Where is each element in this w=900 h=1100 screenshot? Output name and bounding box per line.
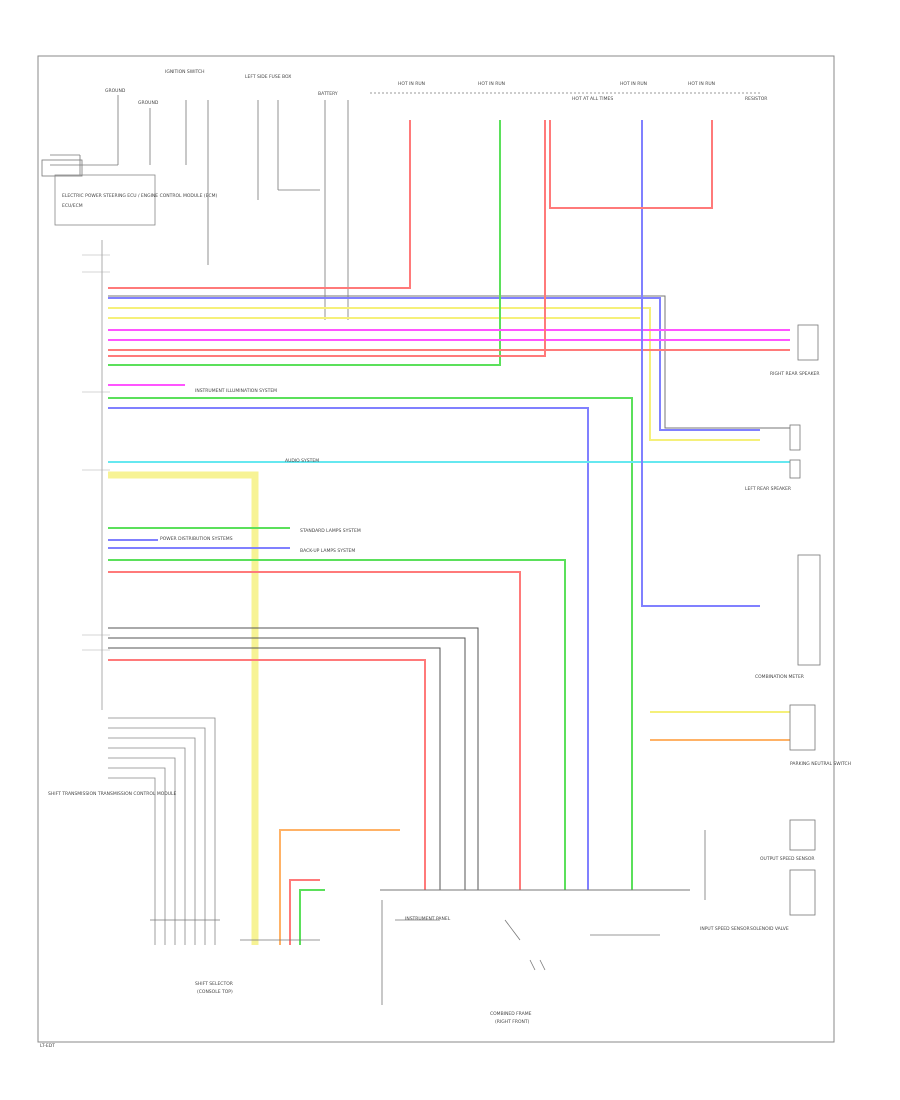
right-label-lr-speaker: LEFT REAR SPEAKER [745,486,791,492]
left-pin-ticks [82,254,110,651]
left-module-title: ELECTRIC POWER STEERING ECU / ENGINE CON… [62,193,218,199]
wire-orange-1 [279,829,400,945]
wires [108,120,790,945]
right-label-solenoid: SOLENOID VALVE [750,926,789,932]
wire-gray-1 [108,295,790,429]
top-label-ground-2: GROUND [138,100,159,106]
wire-red-3 [108,120,546,357]
left-module-box [54,174,156,226]
lower-left-wires [108,717,216,945]
right-label-combination-meter: COMBINATION METER [755,674,804,680]
right-label-parking-switch: PARKING NEUTRAL SWITCH [790,761,851,767]
arrow-label-standard-lamps: STANDARD LAMPS SYSTEM [300,528,361,534]
arrow-label-instrument-illumination: INSTRUMENT ILLUMINATION SYSTEM [195,388,277,394]
right-components [704,324,821,916]
bottom-center-label: COMBINED FRAME [490,1011,532,1017]
top-label-ground-1: GROUND [105,88,126,94]
top-label-hot-4: HOT IN RUN [620,81,647,87]
bottom-connector-ticks [150,919,660,941]
wire-yellow-1 [108,307,760,441]
bottom-left-label: SHIFT SELECTOR [195,981,233,987]
right-label-rr-speaker: RIGHT REAR SPEAKER [770,371,820,377]
wire-blue-2 [108,407,589,890]
switch-symbols [381,900,546,1005]
wire-green-5 [299,889,325,945]
wire-blue-5 [641,120,760,607]
top-label-hot-1: HOT IN RUN [398,81,425,87]
right-label-output-sensor: OUTPUT SPEED SENSOR [760,856,815,862]
wire-gray-4 [108,647,441,890]
wire-red-5 [108,659,426,890]
top-label-ignition: IGNITION SWITCH [165,69,205,75]
frame-label: LT-EDT [40,1043,55,1049]
wire-red-6 [549,120,713,209]
top-components [41,92,760,320]
top-label-hot-3: HOT AT ALL TIMES [572,96,613,102]
wire-blue-1 [108,297,760,431]
wire-red-4 [108,571,521,890]
top-label-fuse-box: LEFT SIDE FUSE BOX [245,74,291,80]
left-module-note: ECU/ECM [62,203,83,209]
bottom-center-sub: (RIGHT FRONT) [495,1019,530,1025]
wire-red-1 [108,120,411,289]
wire-green-1 [108,120,501,366]
wire-gray-3 [108,637,466,890]
arrow-label-audio: AUDIO SYSTEM [285,458,319,464]
lower-left-title: SHIFT TRANSMISSION TRANSMISSION CONTROL … [48,791,177,797]
wire-gray-2 [108,627,479,890]
right-label-input-sensor: INPUT SPEED SENSOR [700,926,750,932]
diagram-frame [37,55,835,1043]
bottom-left-sub: (CONSOLE TOP) [197,989,233,995]
wire-green-4 [108,559,566,890]
top-label-hot-5: HOT IN RUN [688,81,715,87]
wire-red-7 [289,879,320,945]
top-label-resistor: RESISTOR [745,96,767,102]
wire-yellow-3 [108,471,259,945]
top-label-battery: BATTERY [318,91,338,97]
arrow-label-power-distribution: POWER DISTRIBUTION SYSTEMS [160,536,233,542]
top-label-hot-2: HOT IN RUN [478,81,505,87]
wire-green-2 [108,397,633,890]
arrow-label-backup-lamps: BACK-UP LAMPS SYSTEM [300,548,355,554]
center-lower-label: INSTRUMENT PANEL [405,916,451,922]
